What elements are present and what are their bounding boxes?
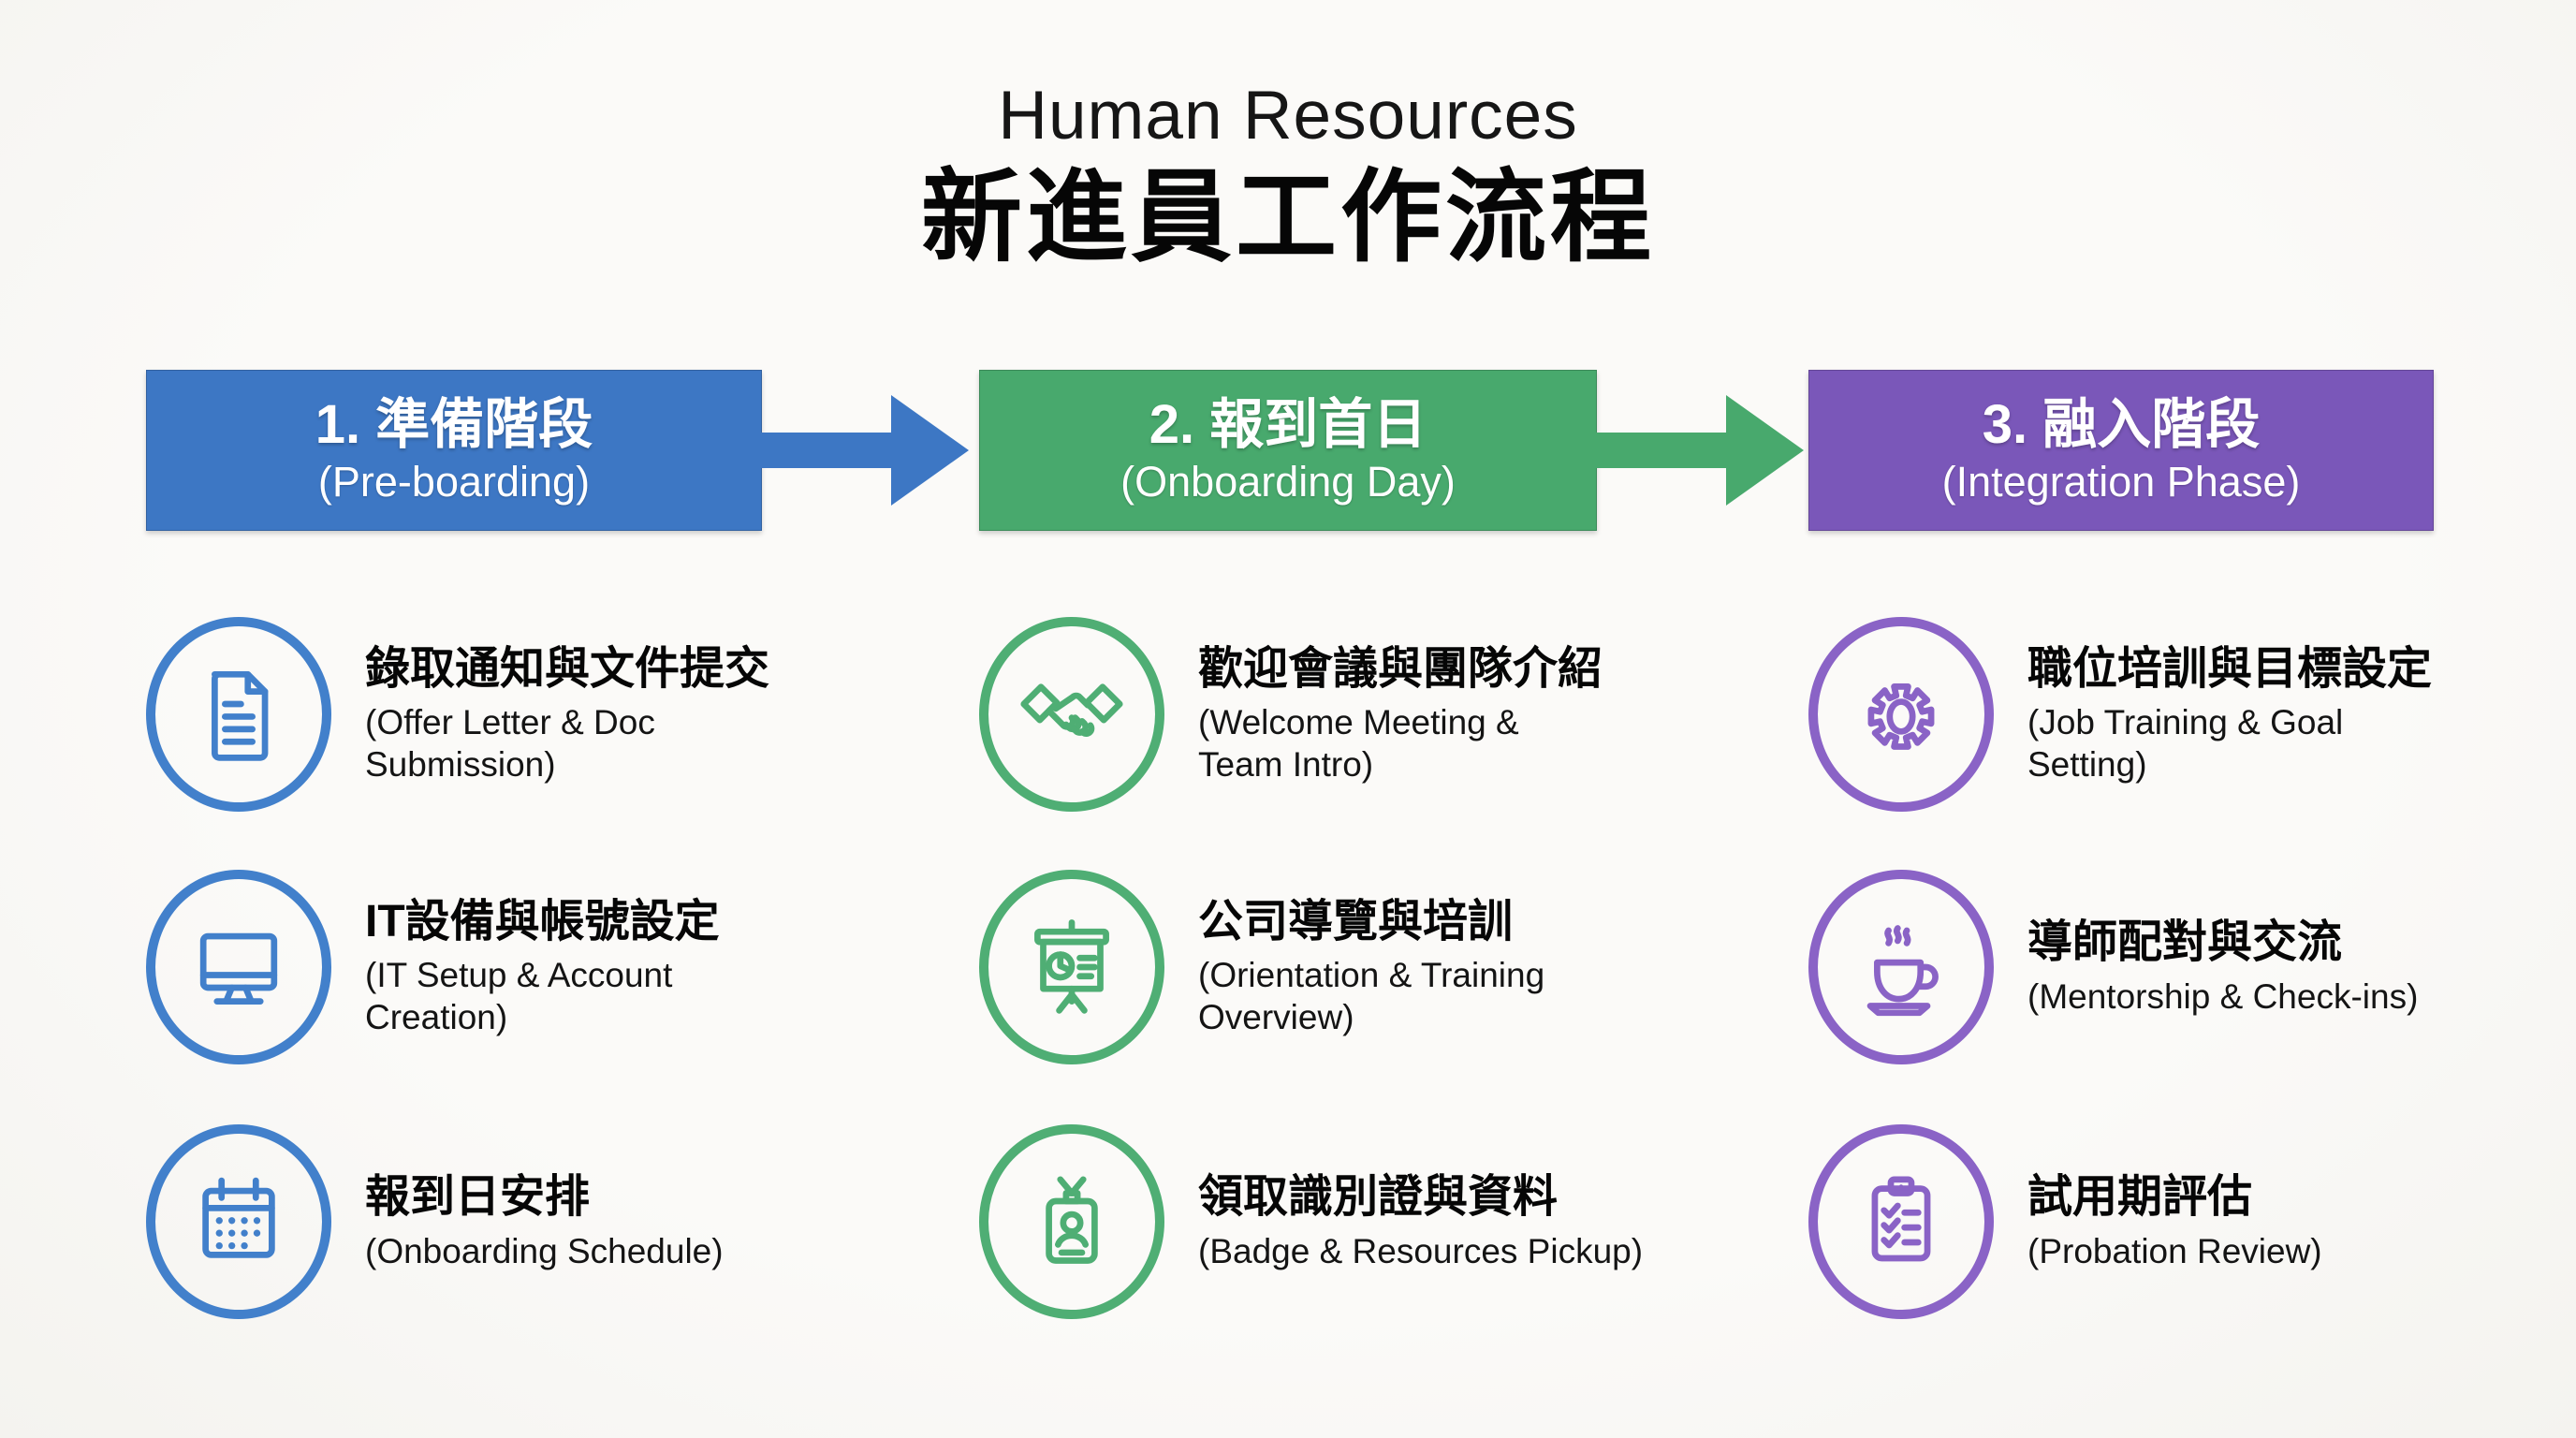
item-subtitle: (IT Setup & Account Creation) <box>365 955 673 1037</box>
phase-1-title: 1. 準備階段 <box>315 393 593 455</box>
item-title: 公司導覽與培訓 <box>1198 896 1514 946</box>
phase-1-banner: 1. 準備階段 (Pre-boarding) <box>146 370 762 531</box>
item-subtitle: (Badge & Resources Pickup) <box>1198 1231 1644 1270</box>
item-text: 歡迎會議與團隊介紹 (Welcome Meeting & Team Intro) <box>1198 643 1603 785</box>
handshake-icon <box>979 617 1164 812</box>
item-title: 職位培訓與目標設定 <box>2027 643 2433 694</box>
presentation-icon <box>979 870 1164 1064</box>
arrow-right-icon <box>758 395 969 506</box>
item-title: 試用期評估 <box>2027 1172 2253 1223</box>
item-offer-letter: 錄取通知與文件提交 (Offer Letter & Doc Submission… <box>146 617 769 812</box>
item-job-training: 職位培訓與目標設定 (Job Training & Goal Setting) <box>1808 617 2432 812</box>
item-title: 導師配對與交流 <box>2027 917 2343 968</box>
item-mentorship: 導師配對與交流 (Mentorship & Check-ins) <box>1808 870 2418 1064</box>
item-orientation-training: 公司導覽與培訓 (Orientation & Training Overview… <box>979 870 1544 1064</box>
item-subtitle: (Probation Review) <box>2027 1231 2322 1270</box>
phase-3-title: 3. 融入階段 <box>1982 393 2261 455</box>
calendar-icon <box>146 1124 331 1319</box>
item-text: 導師配對與交流 (Mentorship & Check-ins) <box>2027 917 2418 1017</box>
item-subtitle: (Welcome Meeting & Team Intro) <box>1198 702 1519 785</box>
item-text: 報到日安排 (Onboarding Schedule) <box>365 1171 724 1271</box>
item-title: 歡迎會議與團隊介紹 <box>1198 643 1603 694</box>
phase-2-subtitle: (Onboarding Day) <box>1120 457 1456 506</box>
monitor-icon <box>146 870 331 1064</box>
item-text: 職位培訓與目標設定 (Job Training & Goal Setting) <box>2027 643 2432 785</box>
item-badge-pickup: 領取識別證與資料 (Badge & Resources Pickup) <box>979 1124 1643 1319</box>
arrow-right-icon <box>1593 395 1804 506</box>
phase-1-subtitle: (Pre-boarding) <box>317 457 591 506</box>
phase-2-title: 2. 報到首日 <box>1149 393 1427 455</box>
item-text: 公司導覽與培訓 (Orientation & Training Overview… <box>1198 896 1544 1038</box>
phase-3-banner: 3. 融入階段 (Integration Phase) <box>1808 370 2434 531</box>
item-subtitle: (Job Training & Goal Setting) <box>2027 702 2344 785</box>
item-title: 報到日安排 <box>365 1172 591 1223</box>
item-text: 錄取通知與文件提交 (Offer Letter & Doc Submission… <box>365 643 769 785</box>
clipboard-icon <box>1808 1124 1994 1319</box>
item-welcome-meeting: 歡迎會議與團隊介紹 (Welcome Meeting & Team Intro) <box>979 617 1603 812</box>
item-subtitle: (Offer Letter & Doc Submission) <box>365 702 655 785</box>
item-text: IT設備與帳號設定 (IT Setup & Account Creation) <box>365 896 720 1038</box>
gear-icon <box>1808 617 1994 812</box>
header: Human Resources 新進員工作流程 <box>0 78 2576 275</box>
item-subtitle: (Onboarding Schedule) <box>365 1231 724 1270</box>
item-title: 錄取通知與文件提交 <box>365 643 770 694</box>
page-title: Human Resources <box>998 78 1578 154</box>
item-it-setup: IT設備與帳號設定 (IT Setup & Account Creation) <box>146 870 720 1064</box>
item-text: 領取識別證與資料 (Badge & Resources Pickup) <box>1198 1171 1643 1271</box>
item-subtitle: (Orientation & Training Overview) <box>1198 955 1545 1037</box>
item-onboarding-schedule: 報到日安排 (Onboarding Schedule) <box>146 1124 724 1319</box>
badge-icon <box>979 1124 1164 1319</box>
coffee-icon <box>1808 870 1994 1064</box>
item-text: 試用期評估 (Probation Review) <box>2027 1171 2322 1271</box>
item-title: 領取識別證與資料 <box>1198 1172 1559 1223</box>
page-subtitle: 新進員工作流程 <box>920 160 1655 274</box>
item-probation-review: 試用期評估 (Probation Review) <box>1808 1124 2322 1319</box>
item-subtitle: (Mentorship & Check-ins) <box>2027 976 2419 1016</box>
document-icon <box>146 617 331 812</box>
phase-3-subtitle: (Integration Phase) <box>1941 457 2301 506</box>
item-title: IT設備與帳號設定 <box>365 896 720 946</box>
phase-2-banner: 2. 報到首日 (Onboarding Day) <box>979 370 1597 531</box>
